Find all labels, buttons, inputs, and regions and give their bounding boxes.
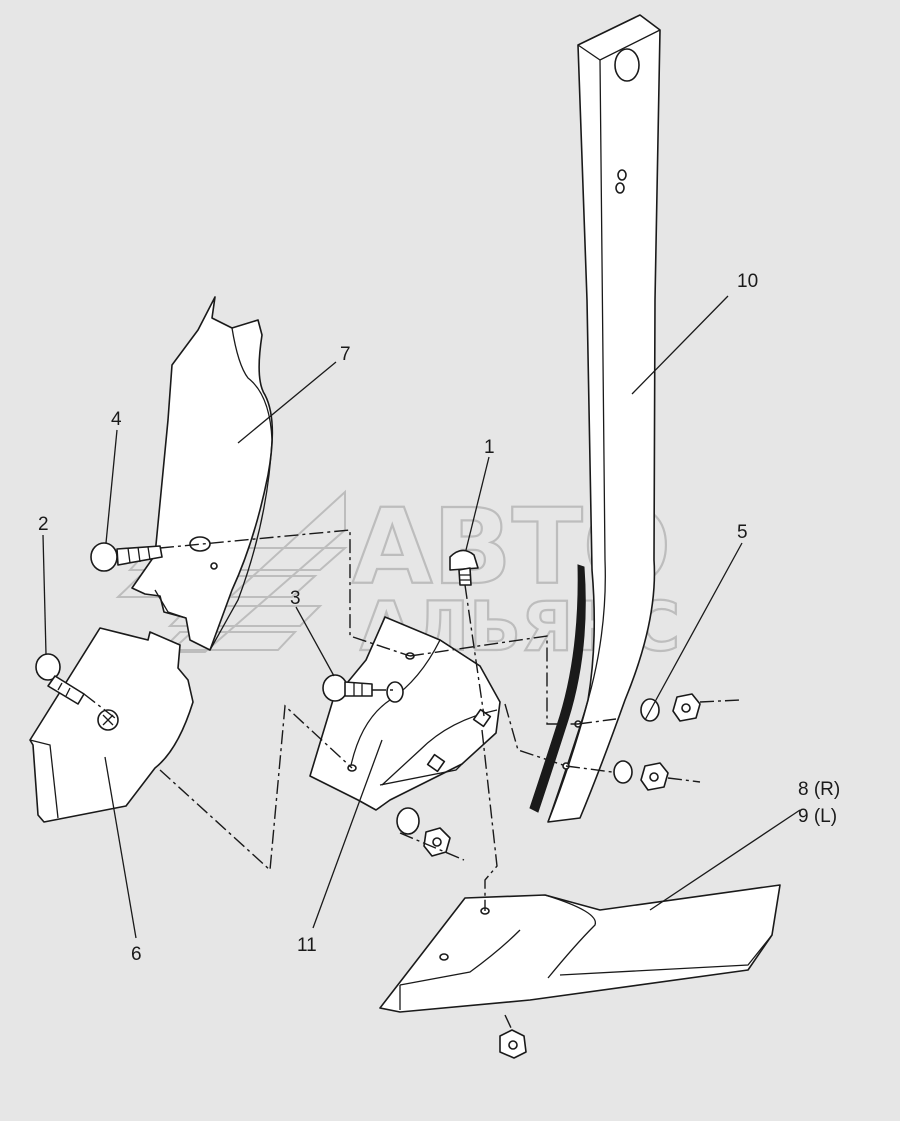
callout-8: 8 (R) <box>798 779 840 800</box>
callout-11: 11 <box>297 935 317 956</box>
callout-9: 9 (L) <box>798 806 837 827</box>
fastener-set-bracket <box>396 807 451 857</box>
bolt-3 <box>322 674 373 702</box>
callout-leaders <box>42 295 801 939</box>
part-6-point <box>29 627 194 823</box>
callout-6: 6 <box>131 944 142 965</box>
part-7-wing <box>131 296 274 651</box>
nut-share <box>499 1029 527 1059</box>
callout-labels: 1 2 3 4 5 6 7 8 (R) 9 (L) 10 11 <box>38 271 840 965</box>
callout-1: 1 <box>484 437 495 458</box>
shank-mount-hole <box>614 48 640 82</box>
callout-4: 4 <box>111 409 122 430</box>
bolt-2 <box>35 653 85 705</box>
assembly-lines <box>83 529 741 1031</box>
callout-2: 2 <box>38 514 49 535</box>
callout-10: 10 <box>737 271 758 292</box>
callout-3: 3 <box>290 588 301 609</box>
bolt-1 <box>449 549 479 586</box>
part-10-shank <box>529 14 661 823</box>
part-8-9-share <box>379 884 781 1013</box>
callout-5: 5 <box>737 522 748 543</box>
bolt-4 <box>90 542 163 572</box>
watermark-logo <box>115 489 348 653</box>
fastener-set-lower <box>613 760 669 791</box>
fastener-set-upper <box>640 693 701 722</box>
callout-7: 7 <box>340 344 351 365</box>
